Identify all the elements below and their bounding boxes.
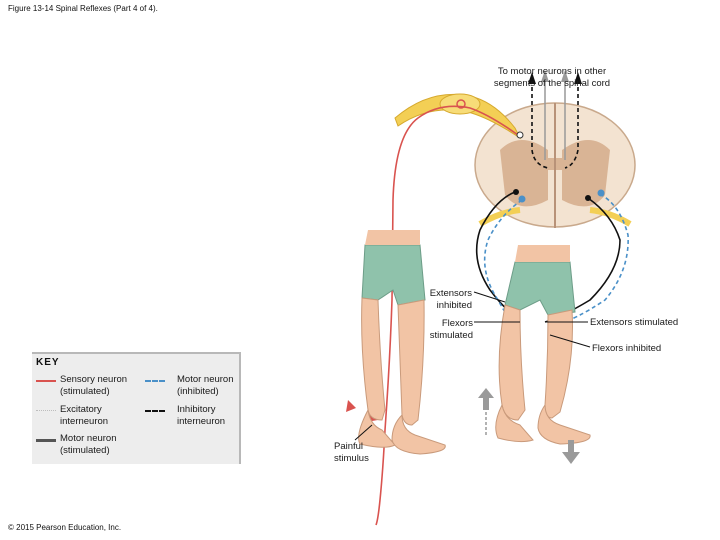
key-label: (stimulated) [60, 445, 110, 456]
label-painful-stimulus: Painful stimulus [334, 441, 369, 465]
sensory-neuron-path [375, 105, 519, 526]
key-label: Sensory neuron [60, 374, 128, 385]
label-line: Painful [334, 441, 364, 452]
key-label: (inhibited) [177, 386, 219, 397]
dorsal-root-ganglion [439, 93, 481, 115]
key-label: interneuron [177, 416, 226, 427]
key-swatch [145, 380, 165, 382]
label-extensors-inhibited: Extensors inhibited [418, 288, 472, 312]
key-label: interneuron [60, 416, 109, 427]
copyright-notice: © 2015 Pearson Education, Inc. [8, 523, 122, 532]
leader-lines [354, 291, 591, 441]
key-swatch [36, 410, 56, 411]
motor-neuron-inhibited-right [554, 193, 629, 326]
movement-arrows [478, 388, 580, 464]
left-figure [358, 230, 446, 455]
right-figure [495, 245, 591, 445]
key-swatch [36, 439, 56, 442]
key-title: KEY [36, 357, 60, 368]
figure-title: Figure 13-14 Spinal Reflexes (Part 4 of … [8, 4, 158, 13]
interneuron-tracts [528, 70, 582, 169]
label-flexors-inhibited: Flexors inhibited [592, 343, 662, 354]
label-flexors-stimulated: Flexors stimulated [418, 318, 473, 342]
key-label: Motor neuron [60, 433, 117, 444]
key-label: (stimulated) [60, 386, 110, 397]
key-swatch [36, 380, 56, 382]
key-label: Excitatory [60, 404, 102, 415]
label-line: stimulated [429, 330, 473, 341]
key-swatch [145, 410, 165, 412]
label-line: Flexors [441, 318, 473, 329]
label-line: To motor neurons in other [497, 66, 607, 77]
label-line: segments of the spinal cord [493, 78, 611, 89]
label-line: inhibited [436, 300, 472, 311]
key-label: Inhibitory [177, 404, 216, 415]
key-label: Motor neuron [177, 374, 234, 385]
label-line: Extensors [429, 288, 472, 299]
key-panel [32, 352, 241, 464]
label-extensors-stimulated: Extensors stimulated [590, 317, 679, 328]
label-line: stimulus [334, 453, 369, 464]
label-to-motor-neurons: To motor neurons in other segments of th… [483, 66, 621, 90]
